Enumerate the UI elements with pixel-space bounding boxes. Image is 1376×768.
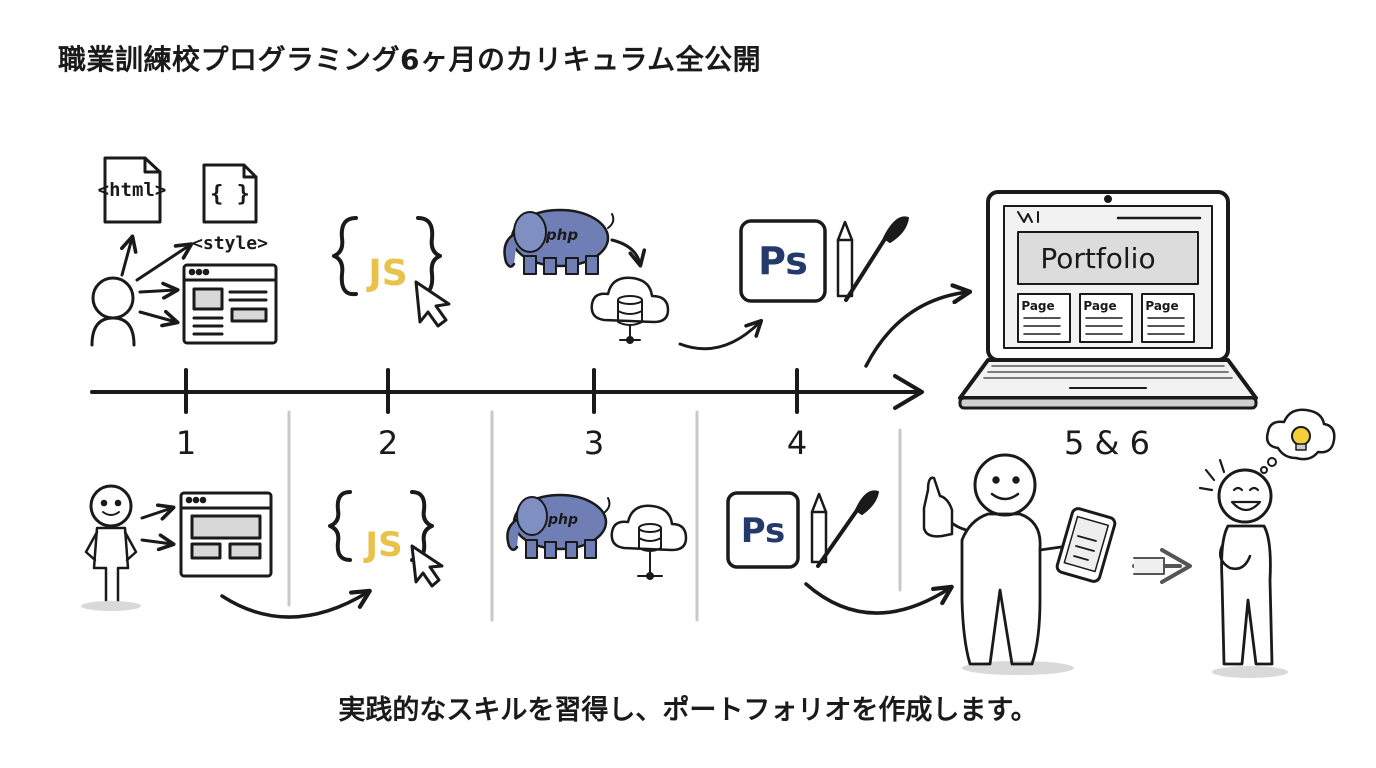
cursor-icon: [414, 280, 451, 328]
paintbrush-icon: [844, 216, 909, 302]
photoshop-icon: [739, 219, 827, 303]
ps-label-2: Ps: [741, 511, 786, 551]
lightbulb-thought-icon: [1265, 408, 1336, 461]
css-file-icon: [202, 163, 258, 224]
stage3-top: [503, 208, 764, 351]
left-brace-icon: [332, 216, 358, 297]
photoshop-icon-2: [726, 491, 800, 569]
stage-label-4: 4: [786, 424, 808, 462]
js-label-2: JS: [363, 525, 402, 565]
html-file-icon: [103, 156, 162, 224]
smiling-person-icon: [81, 484, 141, 611]
column-dividers: [287, 410, 902, 622]
html-tag-label: <html>: [98, 179, 167, 201]
php-label: php: [545, 226, 578, 244]
page-card-1-label: Page: [1021, 299, 1054, 313]
css-braces-label: { }: [210, 182, 250, 207]
stage4-bottom: [726, 490, 954, 615]
stage1-bottom: [81, 484, 372, 619]
cloud-database-icon: [590, 276, 670, 344]
php-elephant-icon-2: [506, 493, 611, 559]
page-card-3-label: Page: [1145, 299, 1178, 313]
stage-label-1: 1: [175, 424, 197, 462]
tablet-icon: [1055, 507, 1117, 583]
webpage-window-icon: [182, 263, 278, 345]
learner-icon: [90, 276, 136, 347]
stage1-top: [90, 156, 278, 347]
caption-text: 実践的なスキルを習得し、ポートフォリオを作成します。: [338, 695, 1038, 726]
ps-label: Ps: [758, 239, 808, 283]
webpage-window-icon-2: [179, 491, 273, 578]
stage-label-2: 2: [377, 424, 399, 462]
stage2-top-js: [332, 216, 451, 328]
js-label: JS: [365, 253, 407, 294]
cloud-database-icon-2: [610, 504, 688, 580]
laptop-icon: [958, 190, 1258, 410]
idea-person-icon: [1198, 457, 1288, 678]
right-brace-icon: [416, 216, 442, 297]
php-label-2: php: [547, 512, 578, 528]
page-card-2-label: Page: [1083, 299, 1116, 313]
stage4-top: [739, 216, 973, 368]
stage3-bottom: [506, 493, 688, 580]
thumbs-up-person-icon: [922, 453, 1074, 675]
stage-label-5-6: 5 & 6: [1063, 424, 1150, 462]
style-tag-label: <style>: [192, 233, 268, 254]
stage-label-3: 3: [583, 424, 605, 462]
portfolio-title: Portfolio: [1040, 242, 1155, 275]
php-elephant-icon: [503, 208, 615, 275]
page-title: 職業訓練校プログラミング6ヶ月のカリキュラム全公開: [58, 43, 762, 76]
timeline-axis: [90, 368, 924, 414]
pencil-icon: [836, 220, 854, 298]
stage2-bottom-js: [328, 490, 444, 588]
